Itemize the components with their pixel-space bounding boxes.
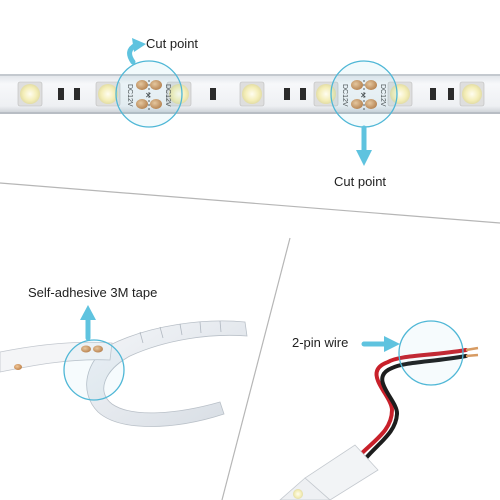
resistor — [448, 88, 454, 100]
voltage-mark: DC12V — [164, 84, 171, 107]
tape-illustration — [0, 305, 248, 427]
wire-red — [358, 348, 468, 457]
tape-backing — [86, 320, 248, 427]
resistor — [430, 88, 436, 100]
divider-vertical — [221, 237, 291, 500]
cut-pads-left: ✕ — [136, 80, 162, 110]
voltage-mark: DC12V — [341, 84, 348, 107]
led-chip — [459, 81, 485, 107]
cut-scissors-mark: ✕ — [360, 91, 367, 100]
led-chip — [17, 81, 43, 107]
led-chip — [239, 81, 265, 107]
cut-point-arrow-bottom — [356, 125, 372, 166]
strip-edge-bottom — [0, 112, 500, 114]
tape-callout-circle — [63, 339, 125, 401]
cut-point-label-bottom: Cut point — [334, 174, 387, 189]
cut-point-arrow-top — [127, 38, 146, 65]
cut-pads-right: ✕ — [351, 80, 377, 110]
wire-label: 2-pin wire — [292, 335, 349, 350]
cut-point-circle-left — [115, 60, 183, 128]
resistor — [58, 88, 64, 100]
wire-illustration — [279, 320, 479, 500]
wire-callout-circle — [398, 320, 464, 386]
wire-connector — [304, 444, 379, 500]
resistor — [300, 88, 306, 100]
resistor — [284, 88, 290, 100]
wire-black — [364, 354, 468, 460]
strip-edge-top — [0, 74, 500, 76]
led-strip-top: ✕ ✕ DC12V DC12V DC12V DC12V — [0, 60, 500, 128]
wire-strip-end — [279, 477, 331, 500]
cut-scissors-mark: ✕ — [145, 91, 152, 100]
resistor — [210, 88, 216, 100]
resistor — [74, 88, 80, 100]
divider-horizontal — [0, 182, 500, 224]
led-chip — [387, 81, 413, 107]
resistors — [58, 88, 454, 100]
voltage-mark: DC12V — [126, 84, 133, 107]
led-chip — [95, 81, 121, 107]
cut-point-circle-right — [330, 60, 398, 128]
tape-copper-pad — [81, 345, 91, 353]
led-chips — [17, 81, 485, 107]
tape-copper-pad — [14, 364, 22, 370]
wire-strip-led — [293, 489, 303, 499]
led-chip — [166, 81, 192, 107]
tape-pattern — [139, 320, 222, 344]
tape-copper-pad — [93, 345, 103, 353]
tape-label: Self-adhesive 3M tape — [28, 285, 158, 300]
cut-point-label-top: Cut point — [146, 36, 199, 51]
section-dividers — [0, 182, 500, 500]
voltage-mark: DC12V — [379, 84, 386, 107]
